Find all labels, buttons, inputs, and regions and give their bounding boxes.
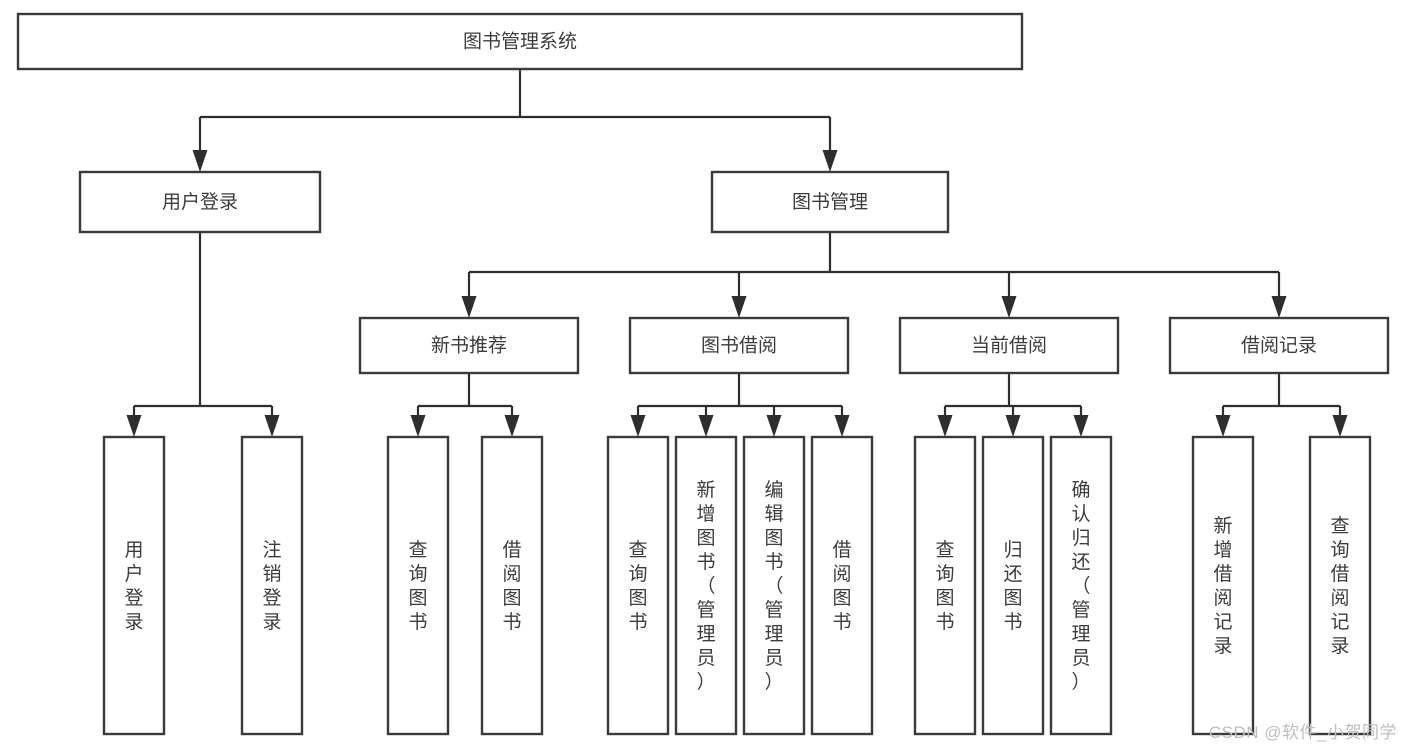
node-leaf-borrow-book-rec[interactable]: 借阅图书 — [480, 435, 544, 736]
node-leaf-query-book-cb-label: 查询图书 — [935, 539, 954, 633]
node-book-borrow-label: 图书借阅 — [701, 335, 777, 357]
book-borrow-leaf-branch-2-arrowhead — [766, 415, 782, 437]
node-leaf-add-book-label: 新增图书（管理员） — [696, 479, 715, 693]
book-manage-branch-1-arrowhead — [731, 296, 747, 318]
node-current-borrow-box[interactable] — [898, 316, 1120, 375]
node-leaf-add-book[interactable]: 新增图书（管理员） — [674, 435, 738, 736]
node-leaf-user-login[interactable]: 用户登录 — [102, 435, 166, 736]
user-login-leaf-branch-0-arrowhead — [126, 415, 142, 437]
root-branch-1-arrowhead — [822, 150, 838, 172]
node-leaf-return-book[interactable]: 归还图书 — [981, 435, 1045, 736]
node-borrow-record-label: 借阅记录 — [1241, 335, 1317, 357]
new-book-rec-leaf-branch-1-arrowhead — [504, 415, 520, 437]
node-leaf-query-book-rec-label: 查询图书 — [408, 539, 427, 633]
node-borrow-record[interactable]: 借阅记录 — [1168, 316, 1390, 375]
node-user-login-box[interactable] — [78, 170, 322, 234]
node-current-borrow[interactable]: 当前借阅 — [898, 316, 1120, 375]
node-leaf-query-book-rec-box[interactable] — [386, 435, 450, 736]
node-leaf-borrow-book-bb-label: 借阅图书 — [832, 539, 851, 633]
node-user-login[interactable]: 用户登录 — [78, 170, 322, 234]
node-new-book-rec-box[interactable] — [358, 316, 580, 375]
node-leaf-query-book-bb[interactable]: 查询图书 — [606, 435, 670, 736]
node-leaf-query-book-cb[interactable]: 查询图书 — [913, 435, 977, 736]
borrow-record-leaf-branch-1-arrowhead — [1332, 415, 1348, 437]
node-leaf-user-logout-box[interactable] — [240, 435, 304, 736]
current-borrow-leaf-branch-2-arrowhead — [1073, 415, 1089, 437]
node-leaf-add-book-box[interactable] — [674, 435, 738, 736]
node-book-manage-label: 图书管理 — [792, 191, 868, 213]
node-leaf-confirm-return-label: 确认归还（管理员） — [1071, 479, 1090, 693]
node-leaf-user-logout[interactable]: 注销登录 — [240, 435, 304, 736]
current-borrow-leaf-branch-1-arrowhead — [1005, 415, 1021, 437]
node-layer: 图书管理系统用户登录图书管理新书推荐图书借阅当前借阅借阅记录用户登录注销登录查询… — [16, 12, 1390, 736]
node-leaf-add-record-box[interactable] — [1191, 435, 1255, 736]
node-leaf-query-book-cb-box[interactable] — [913, 435, 977, 736]
node-leaf-borrow-book-rec-box[interactable] — [480, 435, 544, 736]
node-leaf-borrow-book-bb[interactable]: 借阅图书 — [810, 435, 874, 736]
node-book-borrow-box[interactable] — [628, 316, 850, 375]
book-borrow-leaf-branch-1-arrowhead — [698, 415, 714, 437]
node-book-manage-box[interactable] — [710, 170, 950, 234]
node-current-borrow-label: 当前借阅 — [971, 335, 1047, 357]
node-leaf-add-record-label: 新增借阅记录 — [1213, 515, 1232, 657]
node-book-borrow[interactable]: 图书借阅 — [628, 316, 850, 375]
node-leaf-user-login-label: 用户登录 — [124, 540, 143, 633]
root-branch-0-arrowhead — [192, 150, 208, 172]
node-leaf-add-record[interactable]: 新增借阅记录 — [1191, 435, 1255, 736]
node-leaf-confirm-return[interactable]: 确认归还（管理员） — [1049, 435, 1113, 736]
node-leaf-user-login-box[interactable] — [102, 435, 166, 736]
node-borrow-record-box[interactable] — [1168, 316, 1390, 375]
watermark-label: CSDN @软件_小贺同学 — [1208, 723, 1397, 742]
node-leaf-user-logout-label: 注销登录 — [262, 539, 281, 633]
node-leaf-query-book-bb-box[interactable] — [606, 435, 670, 736]
node-leaf-edit-book-label: 编辑图书（管理员） — [764, 479, 783, 693]
node-leaf-query-record-label: 查询借阅记录 — [1330, 515, 1349, 657]
book-manage-branch-0-arrowhead — [461, 296, 477, 318]
connector-layer — [126, 69, 1348, 437]
book-manage-branch-2-arrowhead — [1001, 296, 1017, 318]
node-leaf-edit-book-box[interactable] — [742, 435, 806, 736]
node-book-manage[interactable]: 图书管理 — [710, 170, 950, 234]
node-root-box[interactable] — [16, 12, 1024, 71]
new-book-rec-leaf-branch-0-arrowhead — [410, 415, 426, 437]
node-leaf-query-book-rec[interactable]: 查询图书 — [386, 435, 450, 736]
node-leaf-return-book-box[interactable] — [981, 435, 1045, 736]
node-leaf-borrow-book-rec-label: 借阅图书 — [502, 539, 521, 633]
book-borrow-leaf-branch-0-arrowhead — [630, 415, 646, 437]
node-new-book-rec[interactable]: 新书推荐 — [358, 316, 580, 375]
node-leaf-return-book-label: 归还图书 — [1003, 539, 1022, 633]
book-manage-branch-3-arrowhead — [1271, 296, 1287, 318]
user-login-leaf-branch-1-arrowhead — [264, 415, 280, 437]
current-borrow-leaf-branch-0-arrowhead — [937, 415, 953, 437]
node-new-book-rec-label: 新书推荐 — [431, 335, 507, 357]
node-leaf-query-record[interactable]: 查询借阅记录 — [1308, 435, 1372, 736]
node-root-label: 图书管理系统 — [463, 31, 577, 53]
book-borrow-leaf-branch-3-arrowhead — [834, 415, 850, 437]
node-leaf-borrow-book-bb-box[interactable] — [810, 435, 874, 736]
node-leaf-edit-book[interactable]: 编辑图书（管理员） — [742, 435, 806, 736]
node-root[interactable]: 图书管理系统 — [16, 12, 1024, 71]
borrow-record-leaf-branch-0-arrowhead — [1215, 415, 1231, 437]
node-leaf-query-book-bb-label: 查询图书 — [628, 539, 647, 633]
node-leaf-query-record-box[interactable] — [1308, 435, 1372, 736]
node-leaf-confirm-return-box[interactable] — [1049, 435, 1113, 736]
node-user-login-label: 用户登录 — [162, 191, 238, 213]
